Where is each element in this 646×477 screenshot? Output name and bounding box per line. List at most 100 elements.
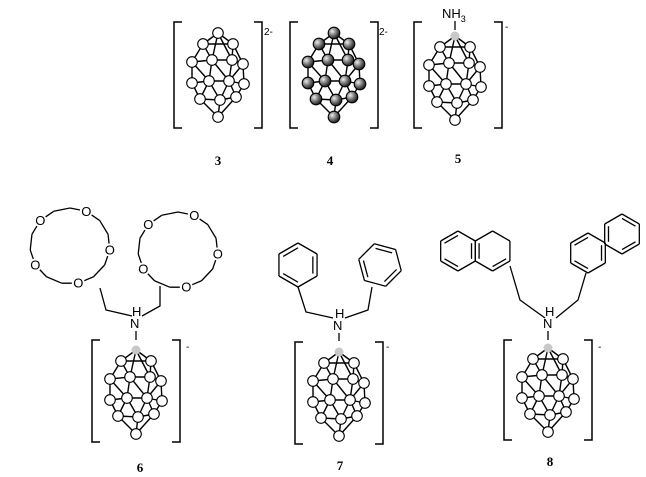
cage-vertex-shaded [327,26,341,40]
closo-cage [516,343,580,438]
cage-vertex [467,94,479,106]
cage-vertex [543,343,553,353]
cage-vertex [206,54,218,66]
ammonia-label: NH3 [442,6,466,24]
cage-vertex [568,393,580,405]
cage-vertex [212,111,224,123]
cage-vertex-shaded [329,93,343,107]
linker-right [141,286,161,317]
oxygen-atom-bg [79,204,93,218]
charge-label: 2- [379,27,388,38]
cage-vertex [344,394,356,406]
compound-number: 4 [327,153,334,168]
cage-vertex [351,410,363,422]
oxygen-atom: O [81,204,91,219]
bracket-right [370,21,379,129]
oxygen-atom: O [181,280,191,295]
cage-vertex-shaded [309,92,323,106]
cage-vertex [553,390,565,402]
cage-vertex [359,397,371,409]
cage-vertex [449,114,461,126]
bracket-right [172,339,181,443]
oxygen-atom-bg [103,243,117,257]
cage-vertex [104,373,116,385]
naphthyl-left-ring-b [474,230,511,272]
cage-vertex [334,347,344,357]
cage-vertex [324,394,336,406]
bracket-right [584,339,593,441]
cage-vertex [463,57,475,69]
cage-vertex [214,94,226,106]
cage-vertex [557,353,569,365]
cage-vertex [567,373,579,385]
cage-vertex [527,353,539,365]
phenyl-ring-right [358,243,402,287]
cage-vertex [475,81,487,93]
cage-vertex [121,392,133,404]
cage-vertex [194,93,206,105]
closo-cage [307,347,371,442]
cage-vertex [212,27,224,39]
cage-vertex [423,80,435,92]
cage-vertex [451,97,463,109]
linker-left [99,287,133,317]
cage-vertex [148,408,160,420]
cage-vertex [315,412,327,424]
cage-vertex-shaded [341,53,355,67]
oxygen-atom-bg [211,247,225,261]
cage-vertex [536,369,548,381]
cage-vertex [431,96,443,108]
charge-label: - [598,342,601,353]
amine-n: N [543,316,552,331]
bracket-left [413,21,422,129]
oxygen-atom-bg [179,280,193,294]
cage-vertex [460,78,472,90]
cage-vertex [124,371,136,383]
cage-vertex [327,373,339,385]
bracket-right [254,21,263,129]
oxygen-atom: O [73,276,83,291]
benzyl-left [297,286,334,319]
amine-n: N [333,318,342,333]
compound-number: 3 [215,153,222,168]
bracket-left [91,339,100,443]
cage-vertex [223,75,235,87]
cage-vertex [197,38,209,50]
oxygen-atom-bg [187,208,201,222]
compound-3: 2- 3 [173,21,273,168]
charge-label: 2- [264,27,273,38]
bracket-right [494,21,503,129]
bracket-left [294,341,303,445]
cage-vertex [203,75,215,87]
oxygen-atom-bg [136,262,150,276]
oxygen-atom-bg [71,276,85,290]
cage-vertex [542,426,554,438]
cage-vertex [434,41,446,53]
bracket-left [503,339,512,441]
oxygen-atom: O [189,208,199,223]
bracket-left [173,21,182,129]
cage-vertex-shaded [342,37,356,51]
cage-vertex [156,395,168,407]
oxygen-atom: O [138,262,148,277]
cage-vertex [335,413,347,425]
closo-cage [104,345,168,440]
cage-vertex [144,371,156,383]
cage-vertex [155,375,167,387]
cage-vertex-shaded [301,76,315,90]
crown-ether-right: O O O O O [136,208,225,295]
compound-number: 6 [137,460,144,475]
compound-8: N H - 8 [440,213,640,469]
cage-vertex-shaded [352,57,366,71]
cage-vertex [227,38,239,50]
charge-label: - [186,342,189,353]
oxygen-atom: O [213,246,223,261]
cage-vertex-shaded [353,77,367,91]
cage-vertex [230,91,242,103]
cage-vertex [307,375,319,387]
cage-vertex [104,394,116,406]
oxygen-atom: O [143,217,153,232]
cage-vertex [544,409,556,421]
cage-vertex [132,411,144,423]
